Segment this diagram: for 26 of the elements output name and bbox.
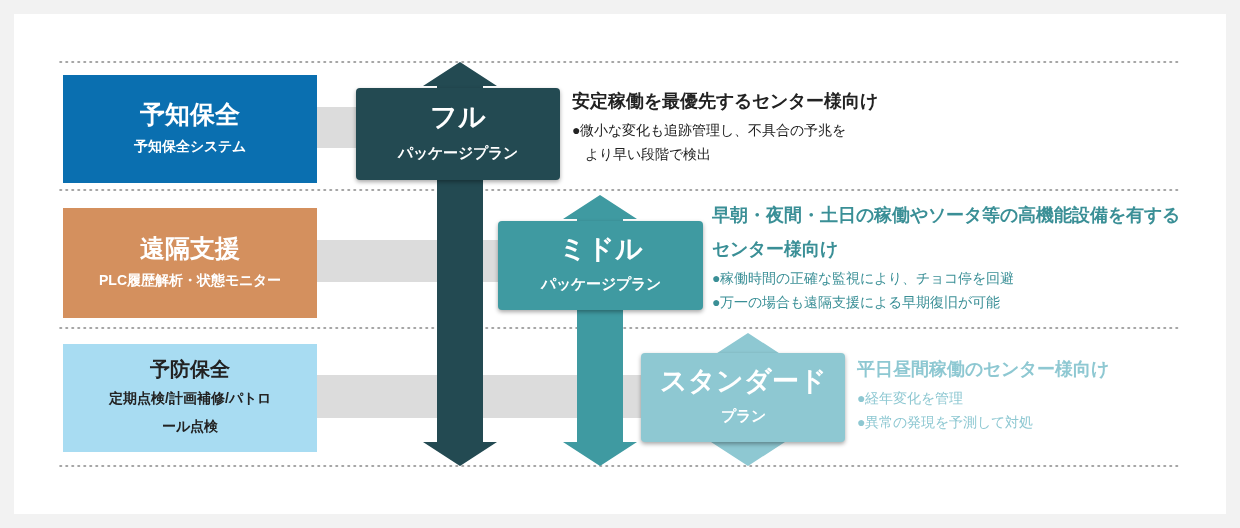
plan-box xyxy=(356,88,560,180)
box-title: ミドル xyxy=(558,232,643,266)
box-subtitle: パッケージプラン xyxy=(540,274,661,295)
bullet-text: ●稼働時間の正確な監視により、チョコ停を回避 xyxy=(712,269,1016,288)
box-title: フル xyxy=(430,101,486,135)
service-box xyxy=(63,75,317,183)
plan-box xyxy=(641,353,845,442)
box-subtitle: 予知保全システム xyxy=(134,137,246,157)
service-box xyxy=(63,208,317,318)
box-title: スタンダード xyxy=(659,364,827,398)
box-subtitle: パッケージプラン xyxy=(398,142,518,163)
plan-heading: 安定稼働を最優先するセンター様向け xyxy=(572,90,879,113)
box-subtitle: PLC履歴解析・状態モニター xyxy=(99,271,281,291)
service-box xyxy=(63,344,317,452)
box-title: 遠隔支援 xyxy=(140,232,240,264)
bullet-text: ●異常の発現を予測して対処 xyxy=(857,413,1035,432)
bullet-text: ●万一の場合も遠隔支援による早期復旧が可能 xyxy=(712,293,1002,312)
box-title: 予知保全 xyxy=(140,98,240,130)
plan-heading: 平日昼間稼働のセンター様向け xyxy=(857,358,1110,381)
box-subtitle: 定期点検/計画補修/パトロール点検 xyxy=(108,389,272,436)
bullet-text: ●微小な変化も追跡管理し、不具合の予兆をより早い段階で検出 xyxy=(572,121,848,164)
box-subtitle: プラン xyxy=(720,406,766,427)
box-title: 予防保全 xyxy=(150,357,230,382)
bullet-text: ●経年変化を管理 xyxy=(857,389,965,408)
plan-box xyxy=(498,221,703,310)
plan-heading: 早朝・夜間・土日の稼働やソータ等の高機能設備を有するセンター様向け xyxy=(712,204,1181,261)
